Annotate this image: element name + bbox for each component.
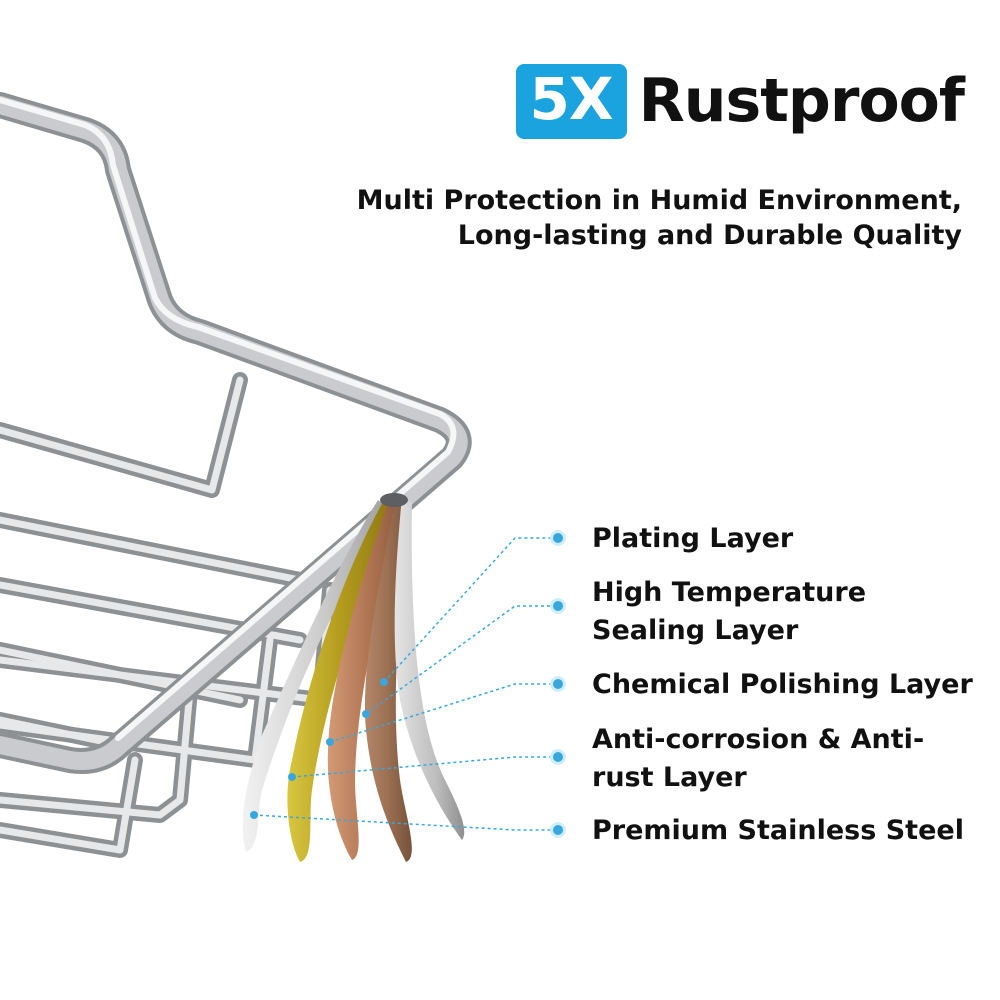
- callout-line-steel: [253, 814, 558, 831]
- layer-dot-sealing: [550, 598, 566, 614]
- ribbon-anti-corrosion: [287, 500, 396, 862]
- layer-label-anticorrosion: Anti-corrosion & Anti-rust Layer: [592, 724, 925, 793]
- basket-frame-rod: [0, 92, 472, 774]
- layer-label-sealing: High Temperature Sealing Layer: [592, 577, 867, 646]
- callout-line-sealing: [365, 605, 558, 715]
- layer-dot-polishing: [550, 676, 566, 692]
- layer-label-steel: Premium Stainless Steel: [592, 815, 964, 846]
- subtitle: Multi Protection in Humid Environment, L…: [357, 183, 962, 253]
- callout-lines: [253, 537, 558, 831]
- ribbon-plating: [394, 496, 465, 840]
- callout-line-anticorrosion: [291, 756, 558, 778]
- subtitle-line-1: Multi Protection in Humid Environment,: [356, 185, 962, 216]
- headline-badge: 5X: [515, 64, 627, 139]
- layer-dot-steel: [550, 822, 566, 838]
- layer-dot-plating: [550, 530, 566, 546]
- subtitle-line-2: Long-lasting and Durable Quality: [457, 220, 962, 251]
- callout-line-polishing: [329, 683, 558, 743]
- layer-label-plating: Plating Layer: [592, 523, 794, 554]
- callout-line-plating: [383, 537, 558, 683]
- layer-label-polishing: Chemical Polishing Layer: [592, 669, 973, 700]
- headline-word: Rustproof: [638, 65, 965, 136]
- ribbon-anchor-dots: [250, 678, 388, 819]
- layer-dot-anticorrosion: [550, 749, 566, 765]
- layer-ribbons: [242, 493, 465, 862]
- headline: 5X Rustproof: [515, 64, 965, 139]
- ribbon-chemical-polishing: [327, 498, 402, 860]
